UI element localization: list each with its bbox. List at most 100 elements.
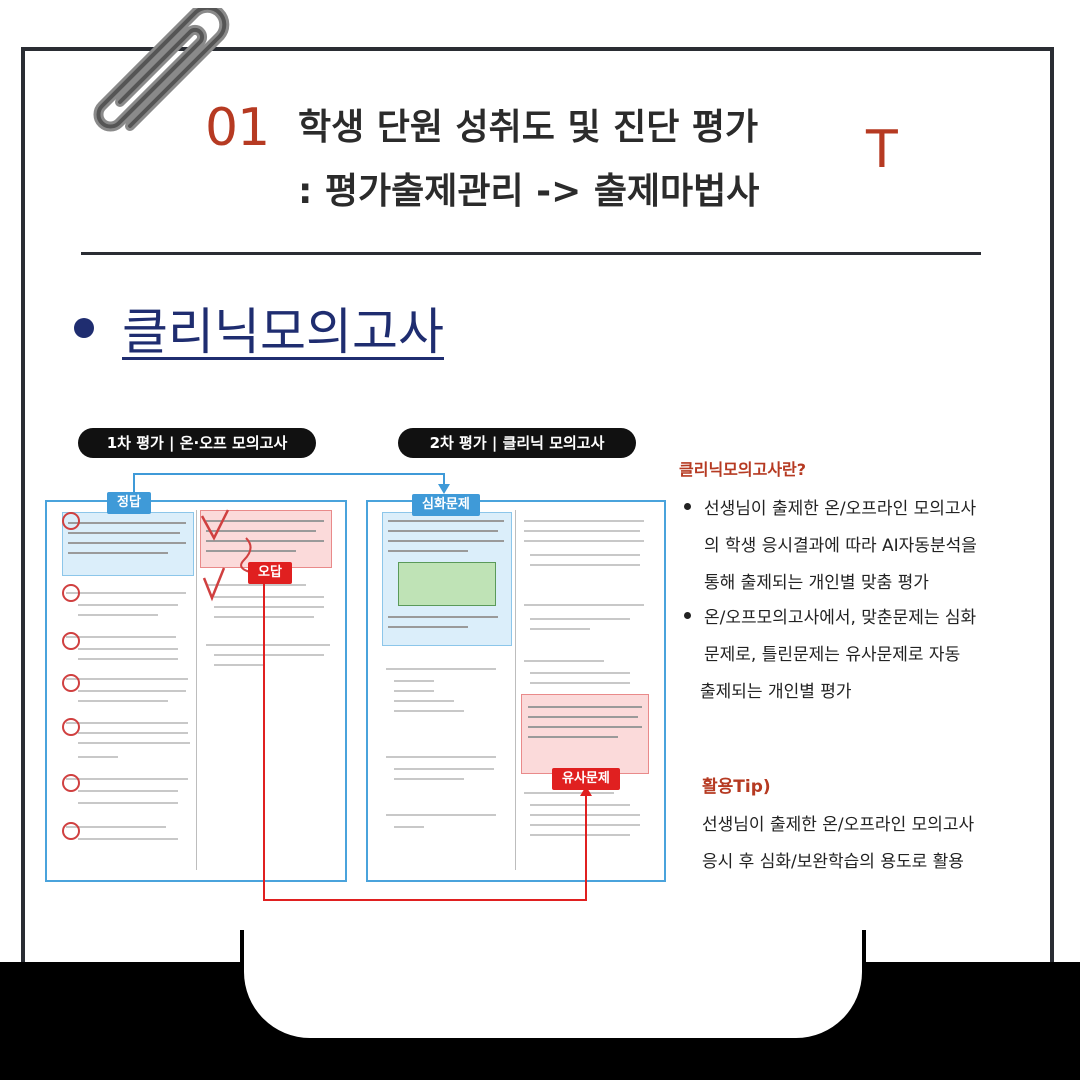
text-line	[388, 550, 468, 552]
text-line	[68, 522, 186, 524]
tag-similar: 유사문제	[552, 768, 620, 790]
text-line	[530, 554, 640, 556]
answer-mark	[62, 512, 80, 530]
bottom-tab	[240, 930, 866, 1042]
info-bullet2-line3: 출제되는 개인별 평가	[700, 682, 852, 702]
text-line	[530, 628, 590, 630]
text-line	[530, 564, 640, 566]
text-line	[528, 706, 642, 708]
text-line	[206, 520, 324, 522]
text-line	[78, 614, 158, 616]
text-line	[386, 756, 496, 758]
answer-mark	[62, 774, 80, 792]
answer-mark	[62, 718, 80, 736]
text-line	[66, 778, 188, 780]
text-line	[206, 540, 324, 542]
text-line	[394, 710, 464, 712]
text-line	[66, 592, 186, 594]
text-line	[68, 542, 186, 544]
page-divider	[515, 510, 516, 870]
text-line	[78, 802, 178, 804]
text-line	[78, 732, 188, 734]
text-line	[78, 690, 186, 692]
text-line	[78, 838, 178, 840]
text-line	[214, 664, 264, 666]
text-line	[524, 530, 640, 532]
text-line	[388, 530, 498, 532]
pill-first-evaluation: 1차 평가 | 온·오프 모의고사	[78, 428, 316, 458]
text-line	[214, 596, 324, 598]
text-line	[66, 678, 188, 680]
header-divider	[81, 252, 981, 255]
info-bullet	[684, 503, 691, 510]
answer-mark	[62, 632, 80, 650]
text-line	[524, 520, 644, 522]
section-number: 01	[205, 98, 270, 158]
tip-line1: 선생님이 출제한 온/오프라인 모의고사	[702, 815, 975, 835]
text-line	[66, 636, 176, 638]
text-line	[388, 626, 468, 628]
page-title-line2: : 평가출제관리 -> 출제마법사	[298, 171, 760, 212]
text-line	[528, 716, 638, 718]
tag-wrong: 오답	[248, 562, 292, 584]
text-line	[66, 722, 188, 724]
text-line	[68, 532, 180, 534]
text-line	[528, 736, 618, 738]
text-line	[394, 700, 454, 702]
text-line	[524, 604, 644, 606]
text-line	[388, 540, 504, 542]
info-bullet1-line2: 의 학생 응시결과에 따라 AI자동분석을	[704, 536, 977, 556]
text-line	[78, 742, 190, 744]
text-line	[78, 700, 168, 702]
diagram-rectangle	[398, 562, 496, 606]
text-line	[78, 604, 178, 606]
text-line	[78, 648, 178, 650]
tip-line2: 응시 후 심화/보완학습의 용도로 활용	[702, 852, 964, 872]
info-bullet2-line1: 온/오프모의고사에서, 맞춘문제는 심화	[704, 608, 977, 628]
text-line	[530, 834, 630, 836]
text-line	[78, 658, 178, 660]
pill-second-evaluation: 2차 평가 | 클리닉 모의고사	[398, 428, 636, 458]
text-line	[530, 804, 630, 806]
text-line	[394, 826, 424, 828]
side-letter: T	[866, 120, 898, 180]
page-title-line1: 학생 단원 성취도 및 진단 평가	[298, 107, 759, 148]
text-line	[78, 756, 118, 758]
text-line	[524, 792, 614, 794]
text-line	[206, 644, 330, 646]
paperclip-icon	[93, 8, 230, 132]
info-bullet1-line3: 통해 출제되는 개인별 맞춤 평가	[704, 573, 929, 593]
text-line	[394, 778, 464, 780]
tag-answer: 정답	[107, 492, 151, 514]
info-bullet	[684, 612, 691, 619]
tag-advanced: 심화문제	[412, 494, 480, 516]
info-bullet2-line2: 문제로, 틀린문제는 유사문제로 자동	[704, 645, 961, 665]
text-line	[394, 680, 434, 682]
info-bullet1-line1: 선생님이 출제한 온/오프라인 모의고사	[704, 499, 977, 519]
text-line	[214, 654, 324, 656]
text-line	[394, 768, 494, 770]
text-line	[530, 672, 630, 674]
text-line	[206, 584, 306, 586]
text-line	[78, 790, 178, 792]
section-title: 클리닉모의고사	[122, 303, 444, 361]
text-line	[530, 682, 630, 684]
text-line	[530, 618, 630, 620]
text-line	[386, 814, 496, 816]
text-line	[524, 660, 604, 662]
text-line	[524, 540, 644, 542]
text-line	[388, 616, 498, 618]
tip-heading: 활용Tip)	[702, 777, 771, 797]
answer-mark	[62, 584, 80, 602]
text-line	[528, 726, 642, 728]
text-line	[386, 668, 496, 670]
info-heading: 클리닉모의고사란?	[679, 460, 807, 479]
answer-mark	[62, 822, 80, 840]
text-line	[388, 520, 504, 522]
text-line	[214, 606, 324, 608]
text-line	[66, 826, 166, 828]
text-line	[68, 552, 168, 554]
section-bullet	[74, 318, 94, 338]
answer-mark	[62, 674, 80, 692]
